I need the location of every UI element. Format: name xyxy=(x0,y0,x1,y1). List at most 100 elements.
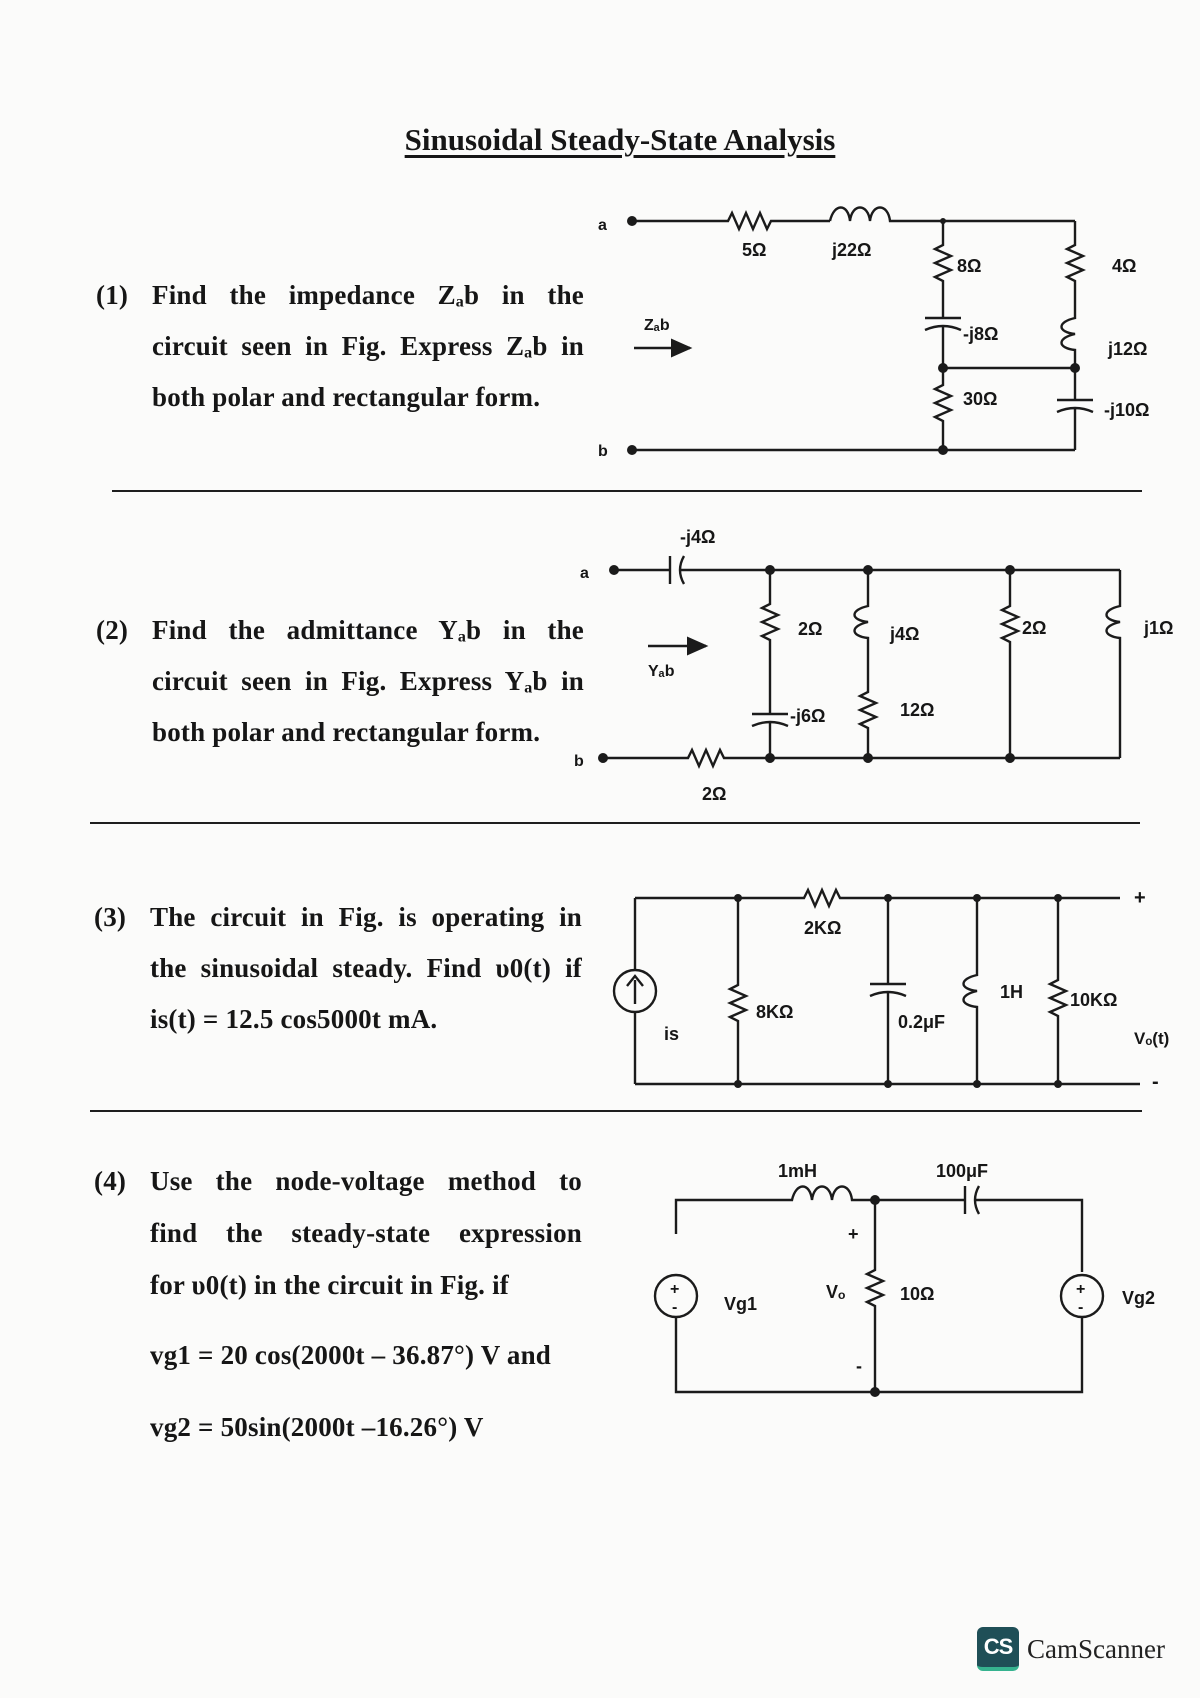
problem-1: (1) Find the impedance Zₐb in the circuit… xyxy=(96,270,584,423)
fig1-label-j12: j12Ω xyxy=(1107,339,1147,359)
fig1-zab-label: Zₐb xyxy=(644,317,670,334)
fig4-vg1-minus: - xyxy=(672,1299,677,1316)
problem-4-vg1-equation: vg1 = 20 cos(2000t – 36.87°) V and xyxy=(150,1340,552,1370)
figure-4-circuit: 1mH 100μF + - Vg1 + - Vg2 10Ω + Vₒ - xyxy=(653,1161,1155,1397)
fig1-resistor-4-inductor-j12 xyxy=(1060,221,1086,400)
figure-3-circuit: 2KΩ is 8KΩ 0.2μF 1H 10KΩ + - Vₒ(t) xyxy=(612,887,1169,1093)
problem-3-line-2: the sinusoidal steady. Find υ0(t) if xyxy=(150,953,582,983)
fig2-yab-label: Yₐb xyxy=(648,663,675,680)
fig4-capacitor-100uf xyxy=(963,1185,1084,1272)
fig4-plus: + xyxy=(848,1224,859,1244)
fig4-resistor-10 xyxy=(864,1200,886,1392)
separator-1 xyxy=(112,490,1142,492)
fig4-label-1mh: 1mH xyxy=(778,1161,817,1181)
fig4-vo-label: Vₒ xyxy=(826,1282,845,1302)
fig2-label-j4: -j4Ω xyxy=(680,527,715,547)
fig1-label-4ohm: 4Ω xyxy=(1112,256,1136,276)
fig2-resistor-2b xyxy=(999,570,1021,758)
fig2-inductor-j1 xyxy=(1105,570,1122,758)
problem-3-line-1: The circuit in Fig. is operating in xyxy=(150,902,582,932)
problem-1-line-2: circuit seen in Fig. Express Zₐb in xyxy=(152,331,584,361)
problem-2-line-3: both polar and rectangular form. xyxy=(152,717,541,747)
fig3-plus: + xyxy=(1134,887,1146,909)
fig2-label-j6: -j6Ω xyxy=(790,706,825,726)
problem-2-line-2: circuit seen in Fig. Express Yₐb in xyxy=(152,666,584,696)
problem-4-line-1: Use the node-voltage method to xyxy=(150,1166,582,1196)
fig1-label-8ohm: 8Ω xyxy=(957,256,981,276)
fig1-label-5ohm: 5Ω xyxy=(742,240,766,260)
fig1-inductor-j22 xyxy=(828,206,1075,223)
separator-3 xyxy=(90,1110,1142,1112)
fig4-vg1-label: Vg1 xyxy=(724,1294,757,1314)
fig2-inductor-j4-resistor-12 xyxy=(853,570,879,758)
fig2-resistor-2-series xyxy=(603,747,1120,769)
problem-2-line-1: Find the admittance Yₐb in the xyxy=(152,615,584,645)
fig1-label-j8: -j8Ω xyxy=(963,324,998,344)
fig1-resistor-5 xyxy=(632,210,830,232)
fig4-vg1-plus: + xyxy=(670,1281,679,1298)
fig2-capacitor-j6 xyxy=(751,712,789,758)
problem-1-line-3: both polar and rectangular form. xyxy=(152,382,541,412)
page-title: Sinusoidal Steady-State Analysis xyxy=(404,122,836,157)
fig2-terminal-b: b xyxy=(574,753,584,770)
fig3-label-8k: 8KΩ xyxy=(756,1002,793,1022)
fig2-label-12ohm: 12Ω xyxy=(900,700,934,720)
fig3-minus: - xyxy=(1152,1071,1159,1093)
fig3-label-2k: 2KΩ xyxy=(804,918,841,938)
camscanner-logo: CS xyxy=(977,1627,1019,1671)
fig3-resistor-10k xyxy=(1047,898,1069,1084)
problem-2: (2) Find the admittance Yₐb in the circui… xyxy=(96,605,584,758)
fig2-label-j1: j1Ω xyxy=(1143,618,1173,638)
problem-3-number: (3) xyxy=(94,902,127,932)
problem-4-vg2-equation: vg2 = 50sin(2000t –16.26°) V xyxy=(150,1412,484,1442)
fig1-label-j22: j22Ω xyxy=(831,240,871,260)
fig3-output-label: Vₒ(t) xyxy=(1134,1029,1169,1048)
fig3-label-cap: 0.2μF xyxy=(898,1012,945,1032)
problem-4-number: (4) xyxy=(94,1166,127,1196)
fig3-capacitor xyxy=(869,898,907,1084)
fig3-resistor-8k xyxy=(727,898,749,1084)
fig2-capacitor-j4 xyxy=(614,555,1120,585)
problem-4-line-2: find the steady-state expression xyxy=(150,1218,582,1248)
problem-2-number: (2) xyxy=(96,615,129,645)
figure-2-circuit: a b -j4Ω 2Ω 2Ω -j6Ω j4Ω 12Ω 2Ω j1Ω Yₐb xyxy=(574,527,1173,804)
fig3-resistor-2k xyxy=(635,887,1120,909)
fig4-bottom-wire xyxy=(674,1317,1084,1394)
fig3-source-arrow xyxy=(626,974,644,1004)
fig1-label-30ohm: 30Ω xyxy=(963,389,997,409)
fig2-label-2ohm-bottom: 2Ω xyxy=(702,784,726,804)
fig4-source-vg2 xyxy=(1059,1273,1105,1319)
fig3-current-source xyxy=(612,968,658,1014)
fig3-label-10k: 10KΩ xyxy=(1070,990,1117,1010)
fig2-label-2ohm-b: 2Ω xyxy=(1022,618,1046,638)
fig1-terminal-b: b xyxy=(598,443,608,460)
fig1-resistor-8 xyxy=(932,221,954,318)
fig2-label-j4ohm: j4Ω xyxy=(889,624,919,644)
problem-4: (4) Use the node-voltage method to find t… xyxy=(94,1155,582,1453)
camscanner-name: CamScanner xyxy=(1027,1633,1165,1664)
figure-1-circuit: a b 5Ω j22Ω 8Ω -j8Ω 30Ω 4Ω j12Ω -j10Ω Zₐ… xyxy=(598,206,1149,460)
fig2-label-2ohm: 2Ω xyxy=(798,619,822,639)
fig3-label-1h: 1H xyxy=(1000,982,1023,1002)
problem-1-number: (1) xyxy=(96,280,129,310)
separator-2 xyxy=(90,822,1140,824)
fig4-vg2-minus: - xyxy=(1078,1299,1083,1316)
fig1-capacitor-j10 xyxy=(1056,398,1094,450)
camscanner-watermark: CS CamScanner xyxy=(977,1627,1165,1671)
fig3-source-label: is xyxy=(664,1024,679,1044)
fig2-terminal-a: a xyxy=(580,565,589,582)
fig4-label-100uf: 100μF xyxy=(936,1161,988,1181)
problem-3: (3) The circuit in Fig. is operating in t… xyxy=(94,892,582,1045)
problem-1-line-1: Find the impedance Zₐb in the xyxy=(152,280,584,310)
fig4-vg2-plus: + xyxy=(1076,1281,1085,1298)
problem-4-line-3: for υ0(t) in the circuit in Fig. if xyxy=(150,1270,509,1300)
fig4-inductor-1mh xyxy=(674,1185,965,1234)
fig1-resistor-30 xyxy=(932,326,954,450)
problem-3-line-3: is(t) = 12.5 cos5000t mA. xyxy=(150,1004,438,1034)
fig4-label-10ohm: 10Ω xyxy=(900,1284,934,1304)
fig4-vg2-label: Vg2 xyxy=(1122,1288,1155,1308)
fig1-terminal-a: a xyxy=(598,217,607,234)
fig4-minus: - xyxy=(856,1356,862,1376)
fig3-inductor xyxy=(962,898,979,1084)
